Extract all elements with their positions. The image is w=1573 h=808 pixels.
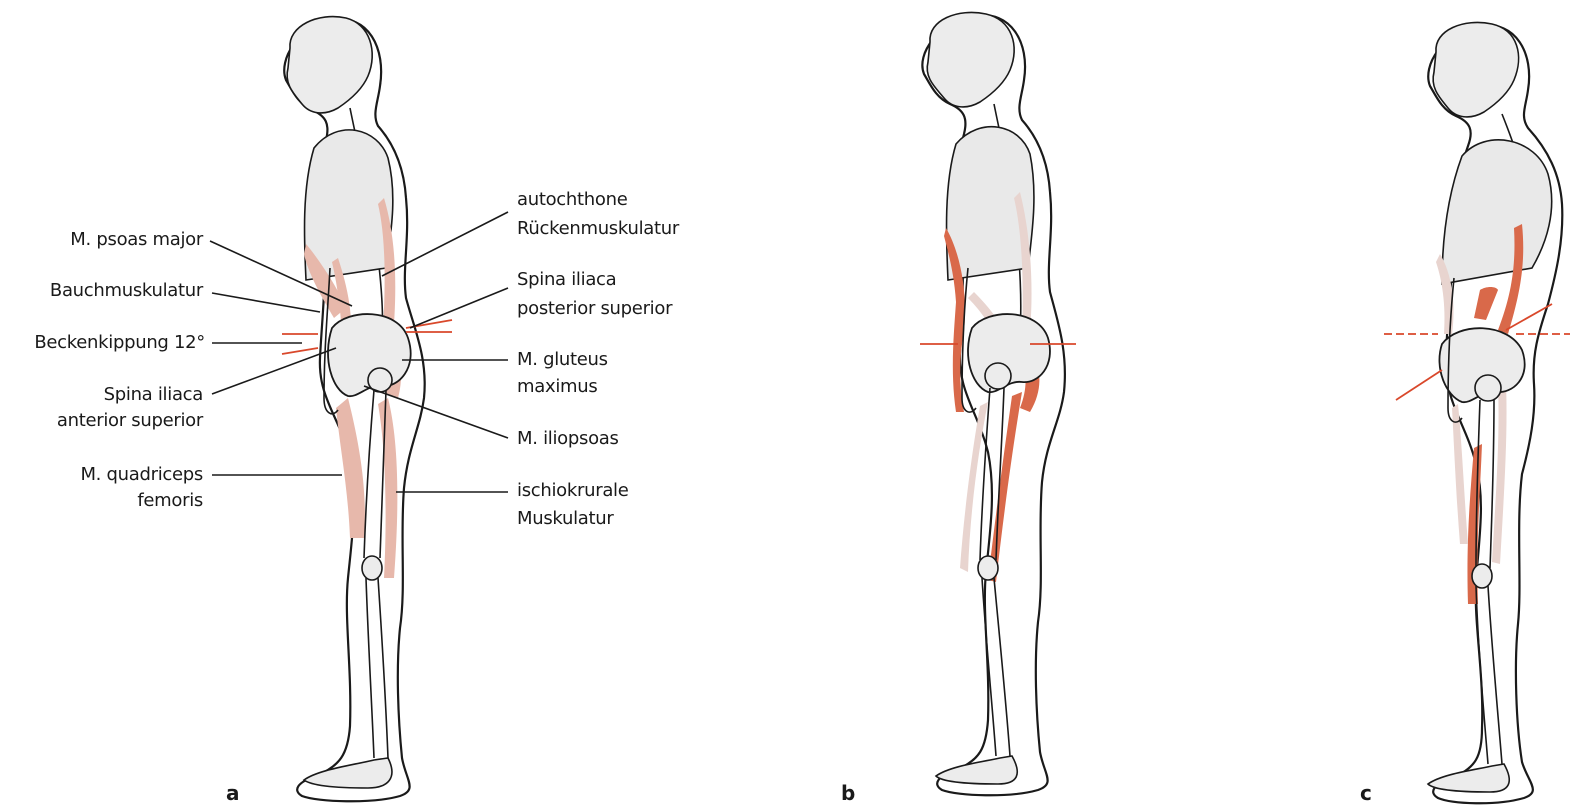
label-ischiokrurale-line2: Muskulatur [517,505,614,532]
label-autochthone-line1: autochthone [517,186,627,213]
label-spina-anterior-line1: Spina iliaca [104,381,203,408]
label-iliopsoas: M. iliopsoas [517,425,619,452]
label-spina-anterior-line2: anterior superior [57,407,203,434]
panel-letter-b: b [841,781,855,805]
panel-letter-a: a [226,781,240,805]
label-beckenkippung: Beckenkippung 12° [34,329,205,356]
label-bauchmuskulatur: Bauchmuskulatur [50,277,203,304]
label-quadriceps-line1: M. quadriceps [80,461,203,488]
label-spina-posterior-line2: posterior superior [517,295,672,322]
figure-c [1384,22,1570,803]
label-spina-posterior-line1: Spina iliaca [517,266,616,293]
figure-b [920,12,1076,795]
panel-letter-c: c [1360,781,1372,805]
label-ischiokrurale-line1: ischiokrurale [517,477,629,504]
label-gluteus-line2: maximus [517,373,597,400]
label-gluteus-line1: M. gluteus [517,346,608,373]
label-psoas-major: M. psoas major [70,226,203,253]
label-quadriceps-line2: femoris [137,487,203,514]
label-autochthone-line2: Rückenmuskulatur [517,215,679,242]
